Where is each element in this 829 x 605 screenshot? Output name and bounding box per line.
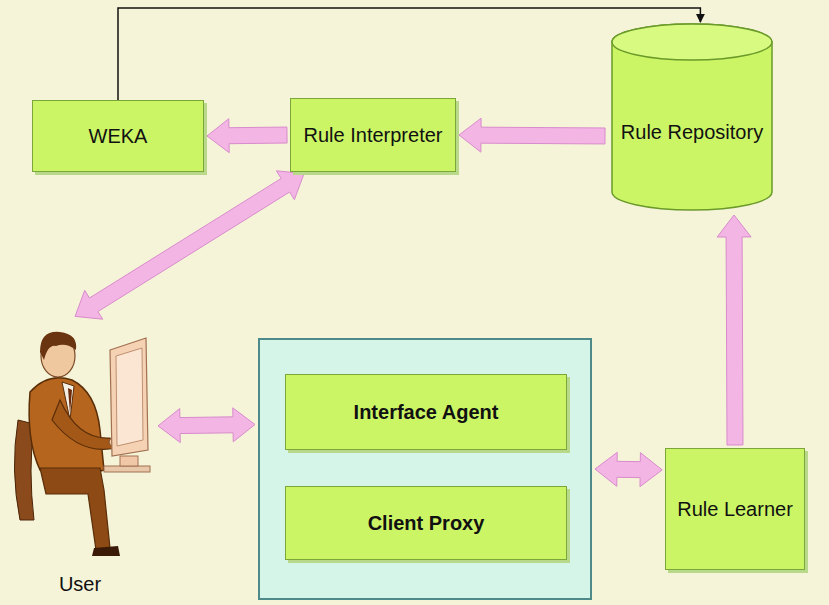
node-label: Client Proxy [364,509,489,537]
node-label: User [55,570,105,598]
block-arrow [717,215,751,445]
repository-cylinder: Rule Repository [608,22,776,212]
group-box: Interface AgentClient Proxy [258,338,592,600]
user-node: User [5,318,155,602]
node-label: Rule Interpreter [300,121,447,149]
user-figure [14,332,150,556]
node-label: Rule Repository [617,118,767,146]
process-box: Rule Learner [665,448,805,570]
block-arrow [595,452,662,486]
process-box: Interface Agent [285,374,567,450]
block-arrow [207,119,287,153]
process-box: WEKA [32,100,204,172]
node-label: Rule Learner [673,495,797,523]
process-box: Rule Interpreter [290,98,456,172]
block-arrow [75,171,304,319]
cylinder-body [612,24,772,210]
node-label: Interface Agent [350,398,503,426]
process-box: Client Proxy [285,486,567,560]
node-label: WEKA [85,122,152,150]
cylinder-outline [608,22,776,212]
block-arrow [158,408,255,443]
cylinder-top [612,24,772,60]
block-arrow [459,118,605,152]
